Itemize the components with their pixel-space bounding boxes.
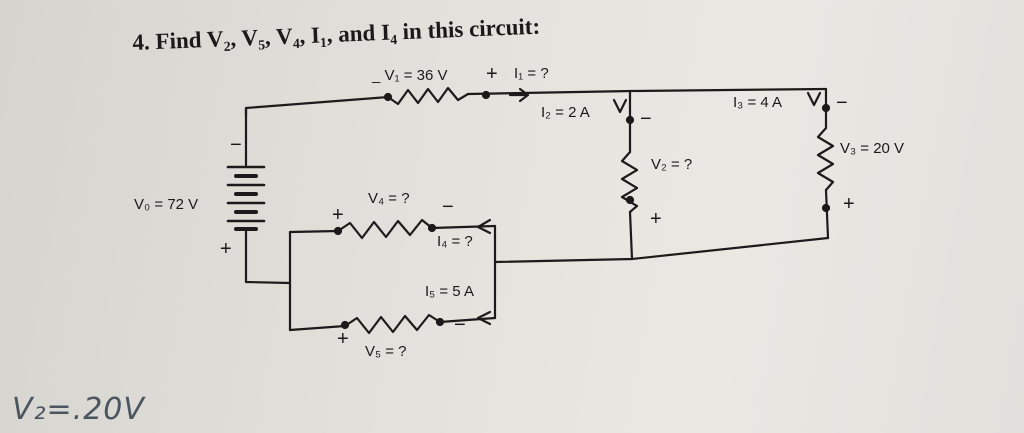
resistor-r2 (620, 150, 639, 214)
wire-r5-left (288, 324, 347, 332)
node-r3-top (821, 103, 831, 113)
label-v5: V₅ = ? (365, 343, 407, 360)
label-i1: I₁ = ? (514, 65, 549, 82)
sign-r4-plus: + (332, 204, 344, 226)
battery-v0 (226, 165, 266, 231)
label-i4: I₄ = ? (437, 233, 473, 250)
label-i5: I₅ = 5 A (425, 283, 474, 300)
node-r2-bottom (625, 195, 635, 205)
sign-r2-minus: − (640, 108, 652, 130)
label-v1-plus: + (486, 63, 498, 85)
label-v2: V₂ = ? (651, 156, 693, 173)
wire-r3-bottom (824, 188, 830, 240)
node-r3-bottom (821, 203, 831, 213)
label-i2: I₂ = 2 A (541, 104, 590, 121)
label-v4: V₄ = ? (368, 190, 410, 207)
sign-r3-minus: − (836, 92, 848, 114)
node-r1-right (481, 90, 491, 100)
wire-r4-right (430, 224, 497, 230)
current-arrow-i3 (806, 91, 822, 107)
node-r1-left (383, 92, 393, 102)
label-v1: _ V₁ = 36 V (372, 67, 448, 84)
current-arrow-i4 (476, 218, 492, 235)
resistor-r5 (343, 313, 442, 335)
label-i3: I₃ = 4 A (733, 94, 783, 111)
node-r4-right (427, 223, 437, 233)
label-v3: V₃ = 20 V (840, 140, 905, 157)
sign-r3-plus: + (843, 193, 855, 215)
wire-top-right (466, 87, 828, 96)
node-r4-left (333, 226, 343, 236)
wire-bottom (493, 236, 830, 264)
sign-r5-minus: − (454, 314, 466, 336)
current-arrow-i2 (612, 98, 628, 114)
wire-battery-bottom (244, 227, 292, 285)
resistor-r4 (336, 218, 434, 240)
node-r2-top (625, 115, 635, 125)
label-v0: V₀ = 72 V (134, 196, 199, 213)
resistor-r1 (386, 86, 470, 106)
sign-battery-plus: + (220, 238, 232, 260)
sign-r4-minus: − (442, 196, 454, 218)
node-r5-left (340, 320, 350, 330)
resistor-r3 (816, 126, 835, 192)
sign-r2-plus: + (650, 208, 662, 230)
sign-battery-minus: − (230, 134, 242, 156)
wire-r5-right (438, 316, 497, 324)
wire-top-left (244, 95, 390, 118)
current-arrow-i1 (508, 87, 530, 103)
wire-r2-bottom (628, 210, 634, 261)
sign-r5-plus: + (337, 328, 349, 350)
handwritten-note: V₂=.20V (12, 392, 145, 427)
wire-r4-left (288, 229, 340, 234)
node-r5-right (435, 317, 445, 327)
current-arrow-i5 (476, 310, 492, 326)
